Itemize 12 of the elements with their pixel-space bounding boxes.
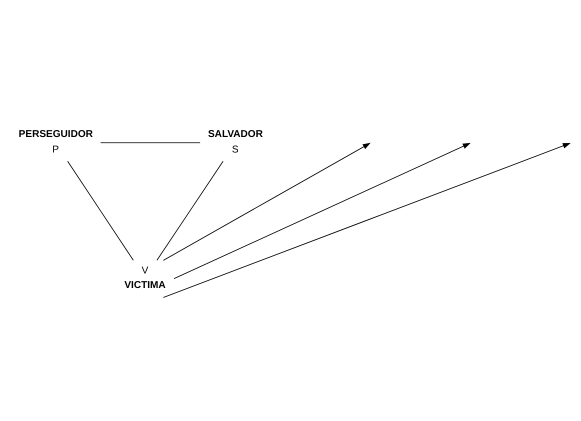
node-label: PERSEGUIDOR xyxy=(18,128,93,140)
arrow xyxy=(162,142,571,298)
connector xyxy=(100,142,201,143)
arrow xyxy=(162,142,371,260)
node-text: P xyxy=(52,144,60,156)
node-label: VICTIMA xyxy=(124,279,166,290)
node-text: S xyxy=(232,144,239,156)
connector xyxy=(156,160,224,260)
node-label: SALVADOR xyxy=(208,128,263,140)
arrow xyxy=(174,142,471,279)
node-text: V xyxy=(142,264,148,276)
connector xyxy=(67,160,134,260)
